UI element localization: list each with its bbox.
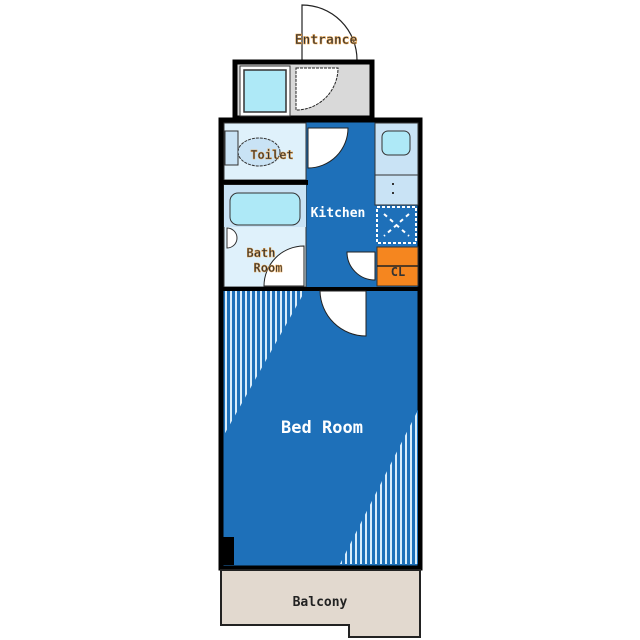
bath-door [263,245,305,287]
bathtub [229,192,301,226]
counter [374,174,419,206]
closet-door [346,251,376,281]
entry-door [295,67,339,111]
entrance-door [301,4,358,62]
bedroom-label: Bed Room [281,418,363,438]
entrance-label: Entrance [295,33,358,48]
toilet-door [307,127,349,169]
closet-label: CL [391,265,405,279]
balcony [220,569,421,638]
toilet-label: Toilet [250,148,293,162]
bedroom-door [319,290,367,337]
kitchen-label: Kitchen [311,206,366,221]
sink [381,130,411,156]
shoe-cabinet [243,69,287,113]
balcony-label: Balcony [293,595,348,610]
bath-label-2: Room [254,261,283,275]
bath-label: Bath [247,246,276,260]
